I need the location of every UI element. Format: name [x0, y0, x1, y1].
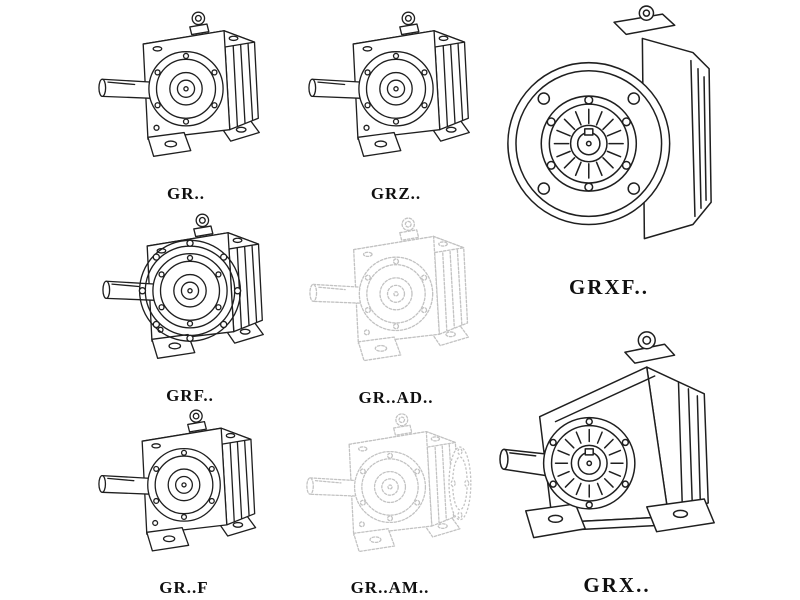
- figure-grx: GRX..: [498, 302, 736, 598]
- gear-reducer-drawing-grz: [298, 6, 494, 182]
- model-label-grx: GRX..: [583, 573, 651, 597]
- gear-reducer-drawing-gr-ad: [296, 212, 496, 386]
- model-label-gr: GR..: [167, 184, 205, 203]
- model-label-gr-am: GR..AM..: [350, 578, 430, 597]
- figure-gr-am: GR..AM..: [288, 408, 492, 598]
- model-label-gr-ad: GR..AD..: [358, 388, 434, 407]
- gear-reducer-drawing-grxf: [492, 0, 726, 273]
- figure-gr: GR..: [88, 6, 284, 204]
- figure-gr-f: GR..F: [86, 404, 282, 598]
- model-label-grf: GRF..: [166, 386, 214, 405]
- gear-reducer-drawing-gr-f: [86, 404, 282, 576]
- figure-grz: GRZ..: [298, 6, 494, 204]
- gear-reducer-drawing-gr: [88, 6, 284, 182]
- figure-gr-ad: GR..AD..: [296, 212, 496, 408]
- gear-reducer-drawing-grx: [498, 302, 736, 571]
- figure-grf: GRF..: [92, 208, 288, 406]
- gear-reducer-drawing-gr-am: [288, 408, 492, 576]
- figure-grxf: GRXF..: [492, 0, 726, 300]
- model-label-gr-f: GR..F: [159, 578, 209, 597]
- model-label-grxf: GRXF..: [568, 275, 650, 299]
- model-label-grz: GRZ..: [370, 184, 422, 203]
- gear-reducer-drawing-grf: [92, 208, 288, 384]
